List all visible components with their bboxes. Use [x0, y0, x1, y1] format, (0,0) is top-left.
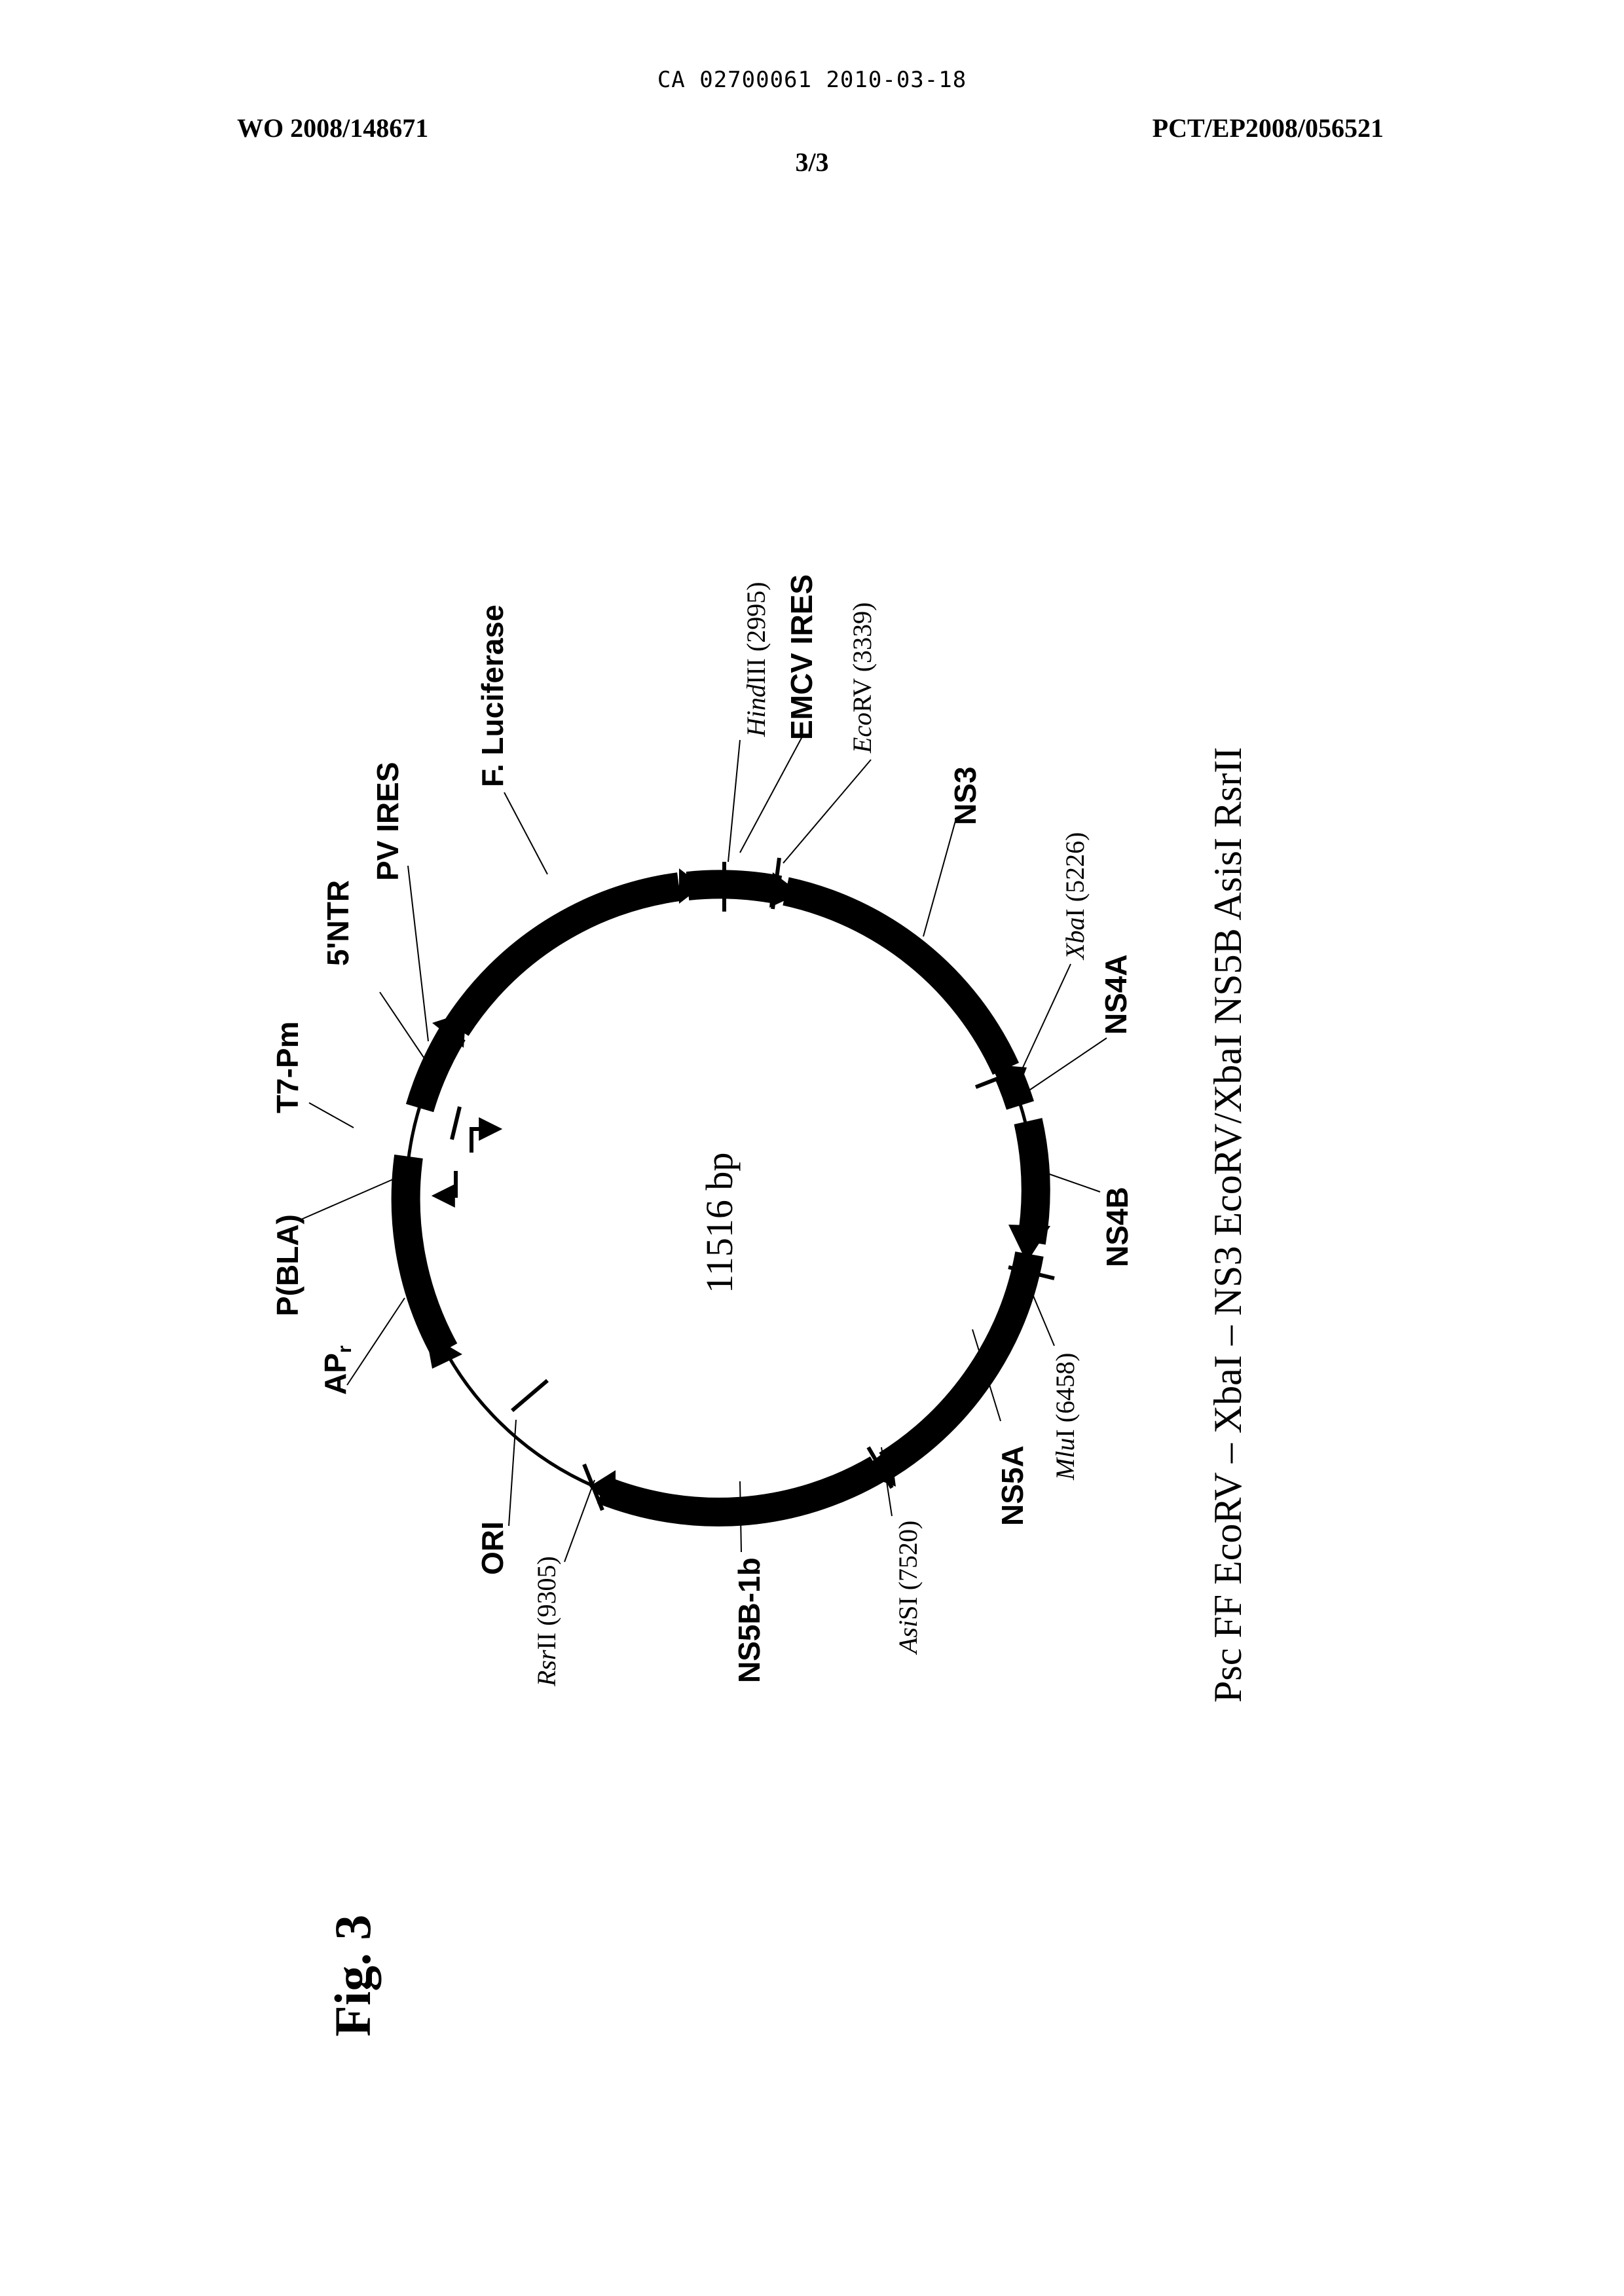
label-5ntr: 5'NTR — [321, 880, 355, 966]
site-ecorv: EcoRV (3339) — [847, 602, 877, 754]
arc-ns4b — [1028, 1121, 1036, 1242]
site-ticks — [512, 858, 1054, 1510]
plasmid-size-label: 11516 bp — [698, 1153, 741, 1293]
label-emcv-ires: EMCV IRES — [784, 574, 819, 740]
site-xbai: XbaI (5226) — [1060, 832, 1090, 961]
label-apr: APr — [318, 1345, 356, 1395]
arc-luc-emcv — [688, 884, 779, 890]
bla-promoter-arrow — [436, 1171, 456, 1196]
label-ns5b: NS5B-1b — [732, 1557, 766, 1683]
promoter-arrows — [436, 1107, 498, 1196]
figure-label: Fig. 3 — [324, 1915, 381, 2037]
arc-pvires-luc — [456, 887, 679, 1028]
arc-ns5a — [887, 1254, 1029, 1465]
site-mlui: MluI (6458) — [1050, 1353, 1080, 1481]
site-hindiii: HindIII (2995) — [741, 582, 771, 737]
label-ns4b: NS4B — [1100, 1187, 1134, 1267]
label-ns5a: NS5A — [995, 1445, 1029, 1526]
inner-segment — [452, 1107, 460, 1139]
label-pvires: PV IRES — [371, 762, 405, 881]
label-ori: ORI — [475, 1521, 509, 1575]
figure-caption: Psc FF EcoRV – XbaI – NS3 EcoRV/XbaI NS5… — [1206, 747, 1249, 1703]
t7-promoter-arrow — [471, 1129, 498, 1153]
label-pbla: P(BLA) — [270, 1214, 304, 1316]
arc-ntr-pvires — [420, 1033, 453, 1108]
label-ns3: NS3 — [948, 767, 982, 825]
label-luciferase: F. Luciferase — [475, 604, 509, 787]
leader-lines — [301, 737, 1107, 1562]
label-ns4a: NS4A — [1099, 954, 1133, 1035]
ori-tick — [512, 1380, 547, 1411]
site-rsrii: RsrII (9305) — [532, 1556, 561, 1687]
arc-pbla-apr — [406, 1157, 445, 1350]
arc-ns3 — [786, 891, 1006, 1069]
site-asisi: AsiSI (7520) — [893, 1521, 923, 1656]
label-t7pm: T7-Pm — [270, 1021, 304, 1113]
